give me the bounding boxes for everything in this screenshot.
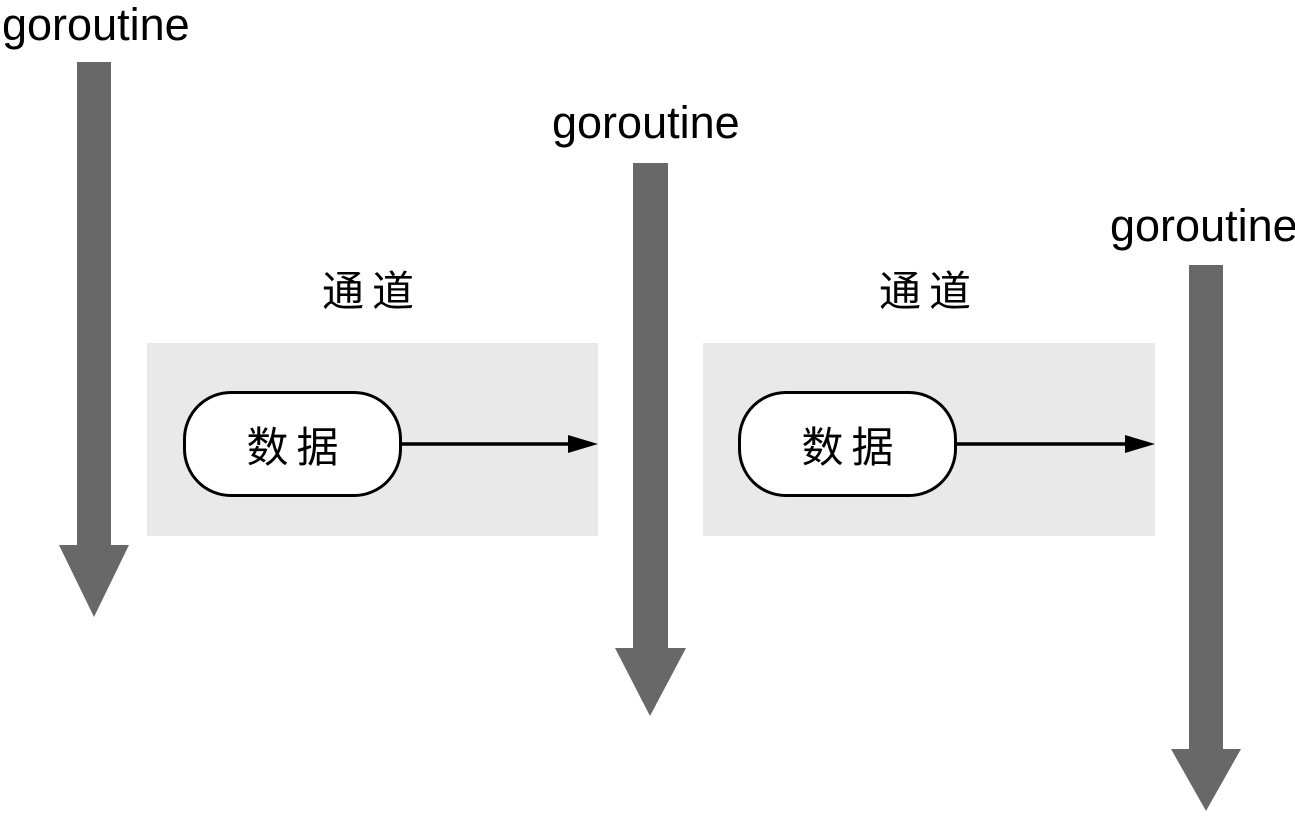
goroutine-label-3: goroutine — [1110, 200, 1295, 251]
goroutine-label-2: goroutine — [552, 97, 740, 148]
channel-title-1: 通道 — [321, 268, 422, 315]
goroutine-arrow-1-icon — [59, 62, 129, 617]
data-pill-label-2: 数据 — [801, 423, 902, 471]
data-pill-1: 数据 — [183, 391, 402, 497]
data-pill-2: 数据 — [738, 391, 957, 497]
goroutine-arrow-3-icon — [1171, 265, 1241, 811]
channel-title-2: 通道 — [878, 268, 979, 315]
data-pill-label-1: 数据 — [246, 423, 347, 471]
goroutine-label-1: goroutine — [2, 0, 190, 50]
goroutine-arrow-2-icon — [615, 163, 686, 716]
